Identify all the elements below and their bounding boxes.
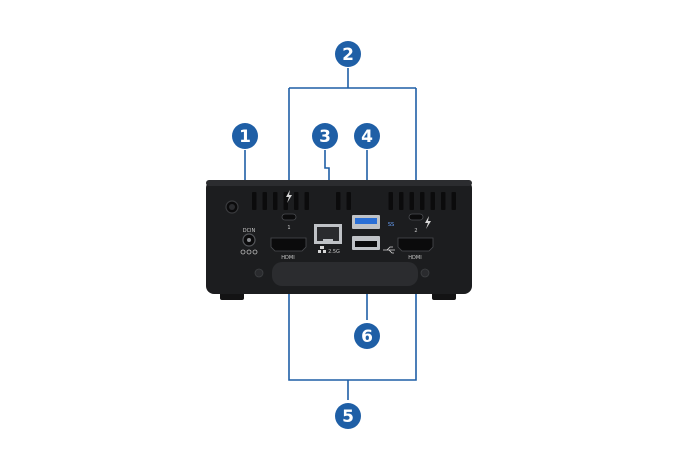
vent-slot [294, 192, 299, 210]
usb-port-bottom-tongue [355, 241, 377, 247]
vent-slot [273, 192, 278, 210]
callout-3: 3 [312, 123, 338, 149]
callout-3-number: 3 [319, 127, 331, 147]
bottom-grip [272, 262, 418, 286]
vent-slot [304, 192, 309, 210]
callout-1: 1 [232, 123, 258, 149]
vent-slot [409, 192, 414, 210]
lan-icon [318, 246, 326, 253]
callout-2-number: 2 [342, 45, 354, 65]
mini-pc-rear: DCIN 1 2 HDMI HDMI 2.5G [206, 180, 472, 300]
vent-slot [451, 192, 456, 210]
leader-line-2 [288, 68, 417, 208]
vent-slot [430, 192, 435, 210]
lan-port-inner [317, 227, 339, 241]
thunderbolt-icon [425, 216, 431, 229]
vent-slot [262, 192, 267, 210]
callout-4-number: 4 [361, 127, 373, 147]
callout-6: 6 [354, 323, 380, 349]
dc-in-label: DCIN [243, 228, 256, 234]
usb-port-top-tongue [355, 218, 377, 224]
vent-slot [441, 192, 446, 210]
power-button-inner [229, 204, 235, 210]
hdmi-port-right[interactable] [397, 237, 434, 252]
thunderbolt-port-2[interactable] [408, 213, 424, 221]
vent-slot [399, 192, 404, 210]
vent-grille [252, 192, 456, 210]
callout-2: 2 [335, 41, 361, 67]
callout-5-number: 5 [342, 407, 354, 427]
hdmi-left-label: HDMI [281, 255, 294, 261]
hdmi-right-label: HDMI [408, 255, 421, 261]
callout-6-number: 6 [361, 327, 373, 347]
thunderbolt-port-2-label: 2 [414, 228, 417, 234]
usb-icon [383, 246, 395, 254]
screw-left [254, 268, 264, 278]
thunderbolt-icon [286, 190, 292, 203]
vent-slot [252, 192, 257, 210]
usb-ss-logo: SS [388, 222, 394, 228]
vent-slot [336, 192, 341, 210]
dc-polarity-icon [240, 249, 258, 255]
dc-jack-pin [247, 238, 251, 242]
callout-4: 4 [354, 123, 380, 149]
hdmi-port-left[interactable] [270, 237, 307, 252]
screw-right [420, 268, 430, 278]
callout-1-number: 1 [239, 127, 251, 147]
lan-speed-label: 2.5G [328, 249, 340, 255]
vent-slot [420, 192, 425, 210]
vent-slot [388, 192, 393, 210]
leader-line-5 [288, 252, 417, 400]
lan-port-notch [323, 239, 333, 244]
chassis-top-edge [206, 180, 472, 186]
thunderbolt-port-1[interactable] [281, 213, 297, 221]
callouts: 1 2 3 4 5 6 [232, 41, 380, 429]
thunderbolt-port-1-label: 1 [287, 225, 290, 231]
callout-5: 5 [335, 403, 361, 429]
vent-slot [346, 192, 351, 210]
